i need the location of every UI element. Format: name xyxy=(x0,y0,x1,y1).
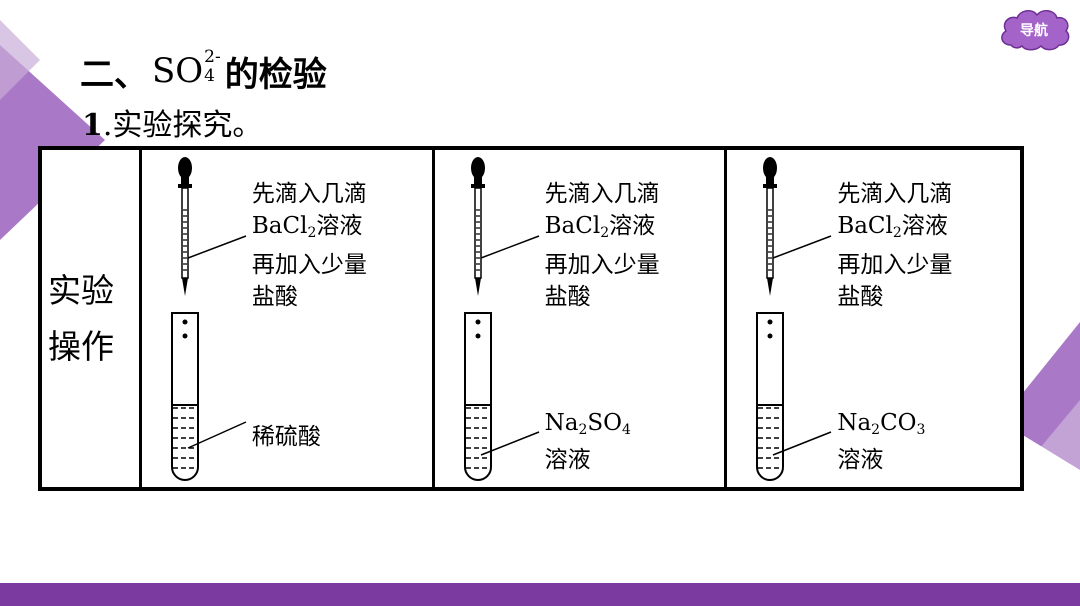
formula-charge: 2- xyxy=(204,47,221,67)
experiment-table: 实验 操作 先滴入几滴 BaCl2溶液 再加入少量 盐酸 稀硫酸 xyxy=(38,146,1024,491)
reagent-text: 先滴入几滴 BaCl2溶液 再加入少量 盐酸 xyxy=(837,181,953,310)
dropper-and-test-tube-icon xyxy=(170,157,247,481)
sulfate-formula: SO 2- 4 xyxy=(152,47,221,92)
title-prefix: 二、 xyxy=(80,54,148,95)
experiment-cell-2: 先滴入几滴 BaCl2溶液 再加入少量 盐酸 Na2SO4 溶液 xyxy=(435,150,728,487)
dropper-and-test-tube-icon xyxy=(756,157,832,481)
experiment-cell-3: 先滴入几滴 BaCl2溶液 再加入少量 盐酸 Na2CO3 溶液 xyxy=(727,150,1020,487)
nav-button[interactable]: 导航 xyxy=(997,5,1071,53)
subsection-text: .实验探究。 xyxy=(102,108,263,143)
cloud-icon xyxy=(1001,10,1070,51)
dropper-and-test-tube-icon xyxy=(463,157,539,481)
subsection-title: 1.实验探究。 xyxy=(82,100,262,144)
formula-base: SO xyxy=(152,51,204,91)
bottom-accent-bar xyxy=(0,583,1080,606)
reagent-text: 先滴入几滴 BaCl2溶液 再加入少量 盐酸 xyxy=(251,181,367,310)
row-header-line1: 实验 xyxy=(48,270,114,310)
solution-label: Na2CO3 溶液 xyxy=(837,410,926,473)
reagent-text: 先滴入几滴 BaCl2溶液 再加入少量 盐酸 xyxy=(544,181,660,310)
solution-label: 稀硫酸 xyxy=(251,424,321,450)
nav-label: 导航 xyxy=(1020,23,1048,39)
title-suffix: 的检验 xyxy=(224,54,327,95)
row-header: 实验 操作 xyxy=(42,150,142,487)
row-header-line2: 操作 xyxy=(48,326,114,366)
formula-subscript: 4 xyxy=(204,66,215,86)
subsection-number: 1 xyxy=(82,108,103,143)
solution-label: Na2SO4 溶液 xyxy=(544,410,631,473)
experiment-cell-1: 先滴入几滴 BaCl2溶液 再加入少量 盐酸 稀硫酸 xyxy=(142,150,435,487)
section-title: 二、 SO 2- 4 的检验 xyxy=(80,45,327,97)
